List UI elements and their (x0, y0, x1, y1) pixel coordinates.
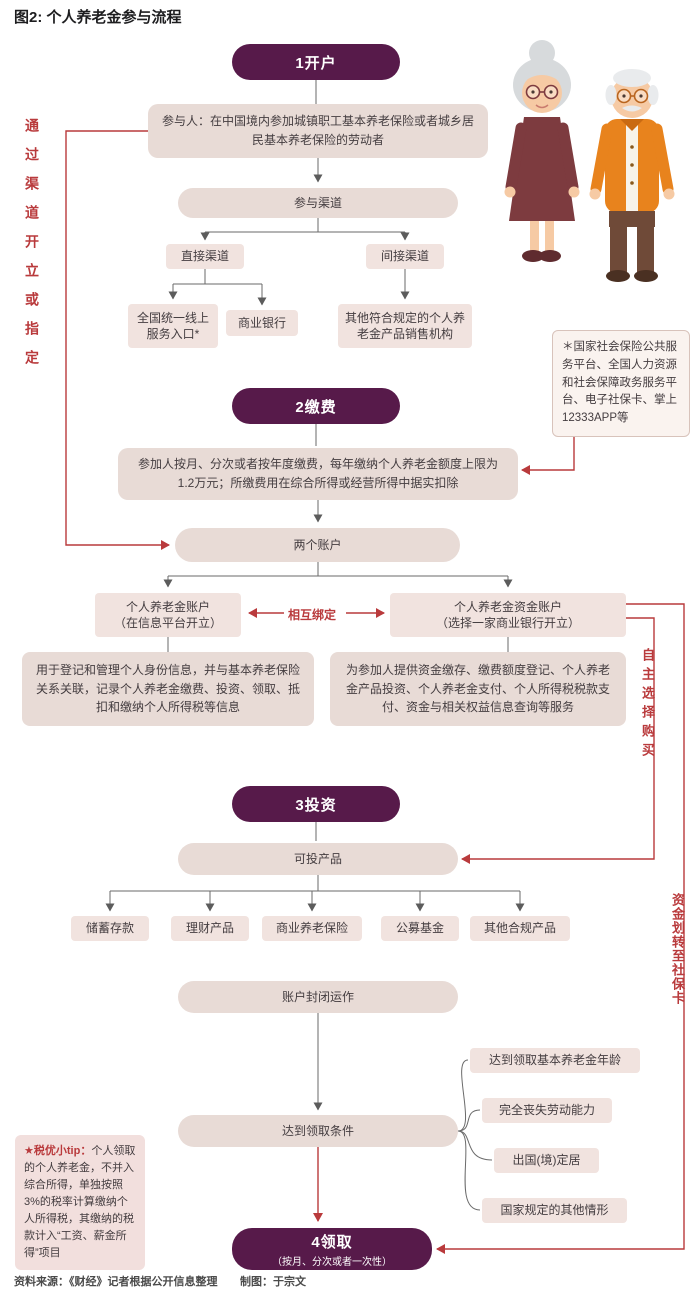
mutual-bind-label: 相互绑定 (288, 608, 337, 622)
indirect-channel-box: 间接渠道 (366, 244, 444, 269)
product-label: 理财产品 (185, 921, 234, 936)
channel-label: 参与渠道 (293, 195, 342, 210)
fund-account-desc-box: 为参加人提供资金缴存、缴费额度登记、个人养老金产品投资、个人养老金支付、个人所得… (330, 652, 626, 726)
condition-box-age: 达到领取基本养老金年龄 (470, 1048, 640, 1073)
pension-account-box: 个人养老金账户 （在信息平台开立） (95, 593, 241, 637)
investable-products-pill: 可投产品 (178, 843, 458, 875)
portal-note-text: ＊国家社会保险公共服务平台、全国人力资源和社会保障政务服务平台、电子社保卡、掌上… (562, 341, 677, 425)
product-label: 商业养老保险 (275, 921, 348, 936)
fund-account-title: 个人养老金资金账户 (453, 599, 562, 614)
step-3-pill: 3投资 (232, 786, 400, 822)
pension-account-title: 个人养老金账户 (125, 599, 210, 614)
product-box-funds: 公募基金 (381, 916, 459, 941)
closed-operation-label: 账户封闭运作 (281, 989, 354, 1004)
step-4-label: 4领取 (311, 1233, 353, 1251)
side-label-open-via-channel: 通过渠道开立或指定 (24, 118, 40, 379)
tax-tip-body: 个人领取的个人养老金，不并入综合所得，单独按照3%的税率计算缴纳个人所得税，其缴… (24, 1145, 136, 1260)
contribution-desc-box: 参加人按月、分次或者按年度缴费，每年缴纳个人养老金额度上限为1.2万元；所缴费用… (118, 448, 518, 500)
step-2-label: 2缴费 (295, 398, 337, 416)
condition-label: 出国(境)定居 (512, 1153, 581, 1168)
fund-account-box: 个人养老金资金账户 （选择一家商业银行开立） (390, 593, 626, 637)
step-1-label: 1开户 (295, 54, 337, 72)
two-accounts-pill: 两个账户 (175, 528, 460, 562)
other-agency-label: 其他符合规定的个人养老金产品销售机构 (344, 310, 465, 341)
fund-account-subtitle: （选择一家商业银行开立） (435, 616, 580, 630)
side-label-self-purchase: 自主选择购买 (640, 648, 655, 762)
star-icon: ★ (24, 1145, 34, 1157)
step-1-pill: 1开户 (232, 44, 400, 80)
pension-account-desc-box: 用于登记和管理个人身份信息，并与基本养老保险关系关联，记录个人养老金缴费、投资、… (22, 652, 314, 726)
investable-products-label: 可投产品 (293, 851, 342, 866)
national-portal-label: 全国统一线上服务入口* (136, 310, 209, 341)
page-title: 图2: 个人养老金参与流程 (14, 9, 182, 26)
step-3-label: 3投资 (295, 796, 337, 814)
indirect-channel-label: 间接渠道 (380, 249, 429, 264)
step-4-sublabel: （按月、分次或者一次性） (272, 1256, 392, 1268)
channel-pill: 参与渠道 (178, 188, 458, 218)
closed-operation-pill: 账户封闭运作 (178, 981, 458, 1013)
condition-label: 国家规定的其他情形 (500, 1203, 609, 1218)
product-box-wealth: 理财产品 (171, 916, 249, 941)
portal-note-box: ＊国家社会保险公共服务平台、全国人力资源和社会保障政务服务平台、电子社保卡、掌上… (552, 330, 690, 438)
elderly-couple-illustration (480, 25, 695, 315)
participant-box: 参与人：在中国境内参加城镇职工基本养老保险或者城乡居民基本养老保险的劳动者 (148, 104, 488, 158)
footer-source: 资料来源：《财经》记者根据公开信息整理 (14, 1276, 218, 1288)
product-box-savings: 储蓄存款 (71, 916, 149, 941)
condition-box-disability: 完全丧失劳动能力 (482, 1098, 612, 1123)
contribution-desc-text: 参加人按月、分次或者按年度缴费，每年缴纳个人养老金额度上限为1.2万元；所缴费用… (137, 457, 498, 490)
withdraw-condition-pill: 达到领取条件 (178, 1115, 458, 1147)
commercial-bank-label: 商业银行 (237, 315, 286, 330)
other-agency-box: 其他符合规定的个人养老金产品销售机构 (338, 304, 472, 348)
product-label: 公募基金 (395, 921, 444, 936)
condition-label: 达到领取基本养老金年龄 (488, 1053, 621, 1068)
product-box-insurance: 商业养老保险 (262, 916, 362, 941)
commercial-bank-box: 商业银行 (226, 310, 298, 336)
step-2-pill: 2缴费 (232, 388, 400, 424)
tax-tip-box: ★税优小tip：个人领取的个人养老金，不并入综合所得，单独按照3%的税率计算缴纳… (15, 1135, 145, 1271)
condition-box-other: 国家规定的其他情形 (482, 1198, 627, 1223)
withdraw-condition-label: 达到领取条件 (281, 1123, 354, 1138)
product-box-other: 其他合规产品 (470, 916, 570, 941)
two-accounts-label: 两个账户 (293, 537, 342, 552)
product-label: 其他合规产品 (483, 921, 556, 936)
participant-text: 参与人：在中国境内参加城镇职工基本养老保险或者城乡居民基本养老保险的劳动者 (161, 114, 474, 147)
pension-account-desc-text: 用于登记和管理个人身份信息，并与基本养老保险关系关联，记录个人养老金缴费、投资、… (35, 663, 300, 715)
pension-account-subtitle: （在信息平台开立） (113, 616, 222, 630)
side-label-fund-transfer: 资金划转至社保卡 (670, 893, 685, 1005)
condition-box-emigration: 出国(境)定居 (494, 1148, 599, 1173)
condition-label: 完全丧失劳动能力 (498, 1103, 595, 1118)
direct-channel-label: 直接渠道 (180, 249, 229, 264)
step-4-pill: 4领取 （按月、分次或者一次性） (232, 1228, 432, 1270)
national-portal-box: 全国统一线上服务入口* (128, 304, 218, 348)
tax-tip-head: 税优小tip： (33, 1145, 92, 1157)
direct-channel-box: 直接渠道 (166, 244, 244, 269)
product-label: 储蓄存款 (85, 921, 134, 936)
fund-account-desc-text: 为参加人提供资金缴存、缴费额度登记、个人养老金产品投资、个人养老金支付、个人所得… (345, 663, 610, 715)
footer-credit: 制图：于宗文 (240, 1276, 306, 1288)
